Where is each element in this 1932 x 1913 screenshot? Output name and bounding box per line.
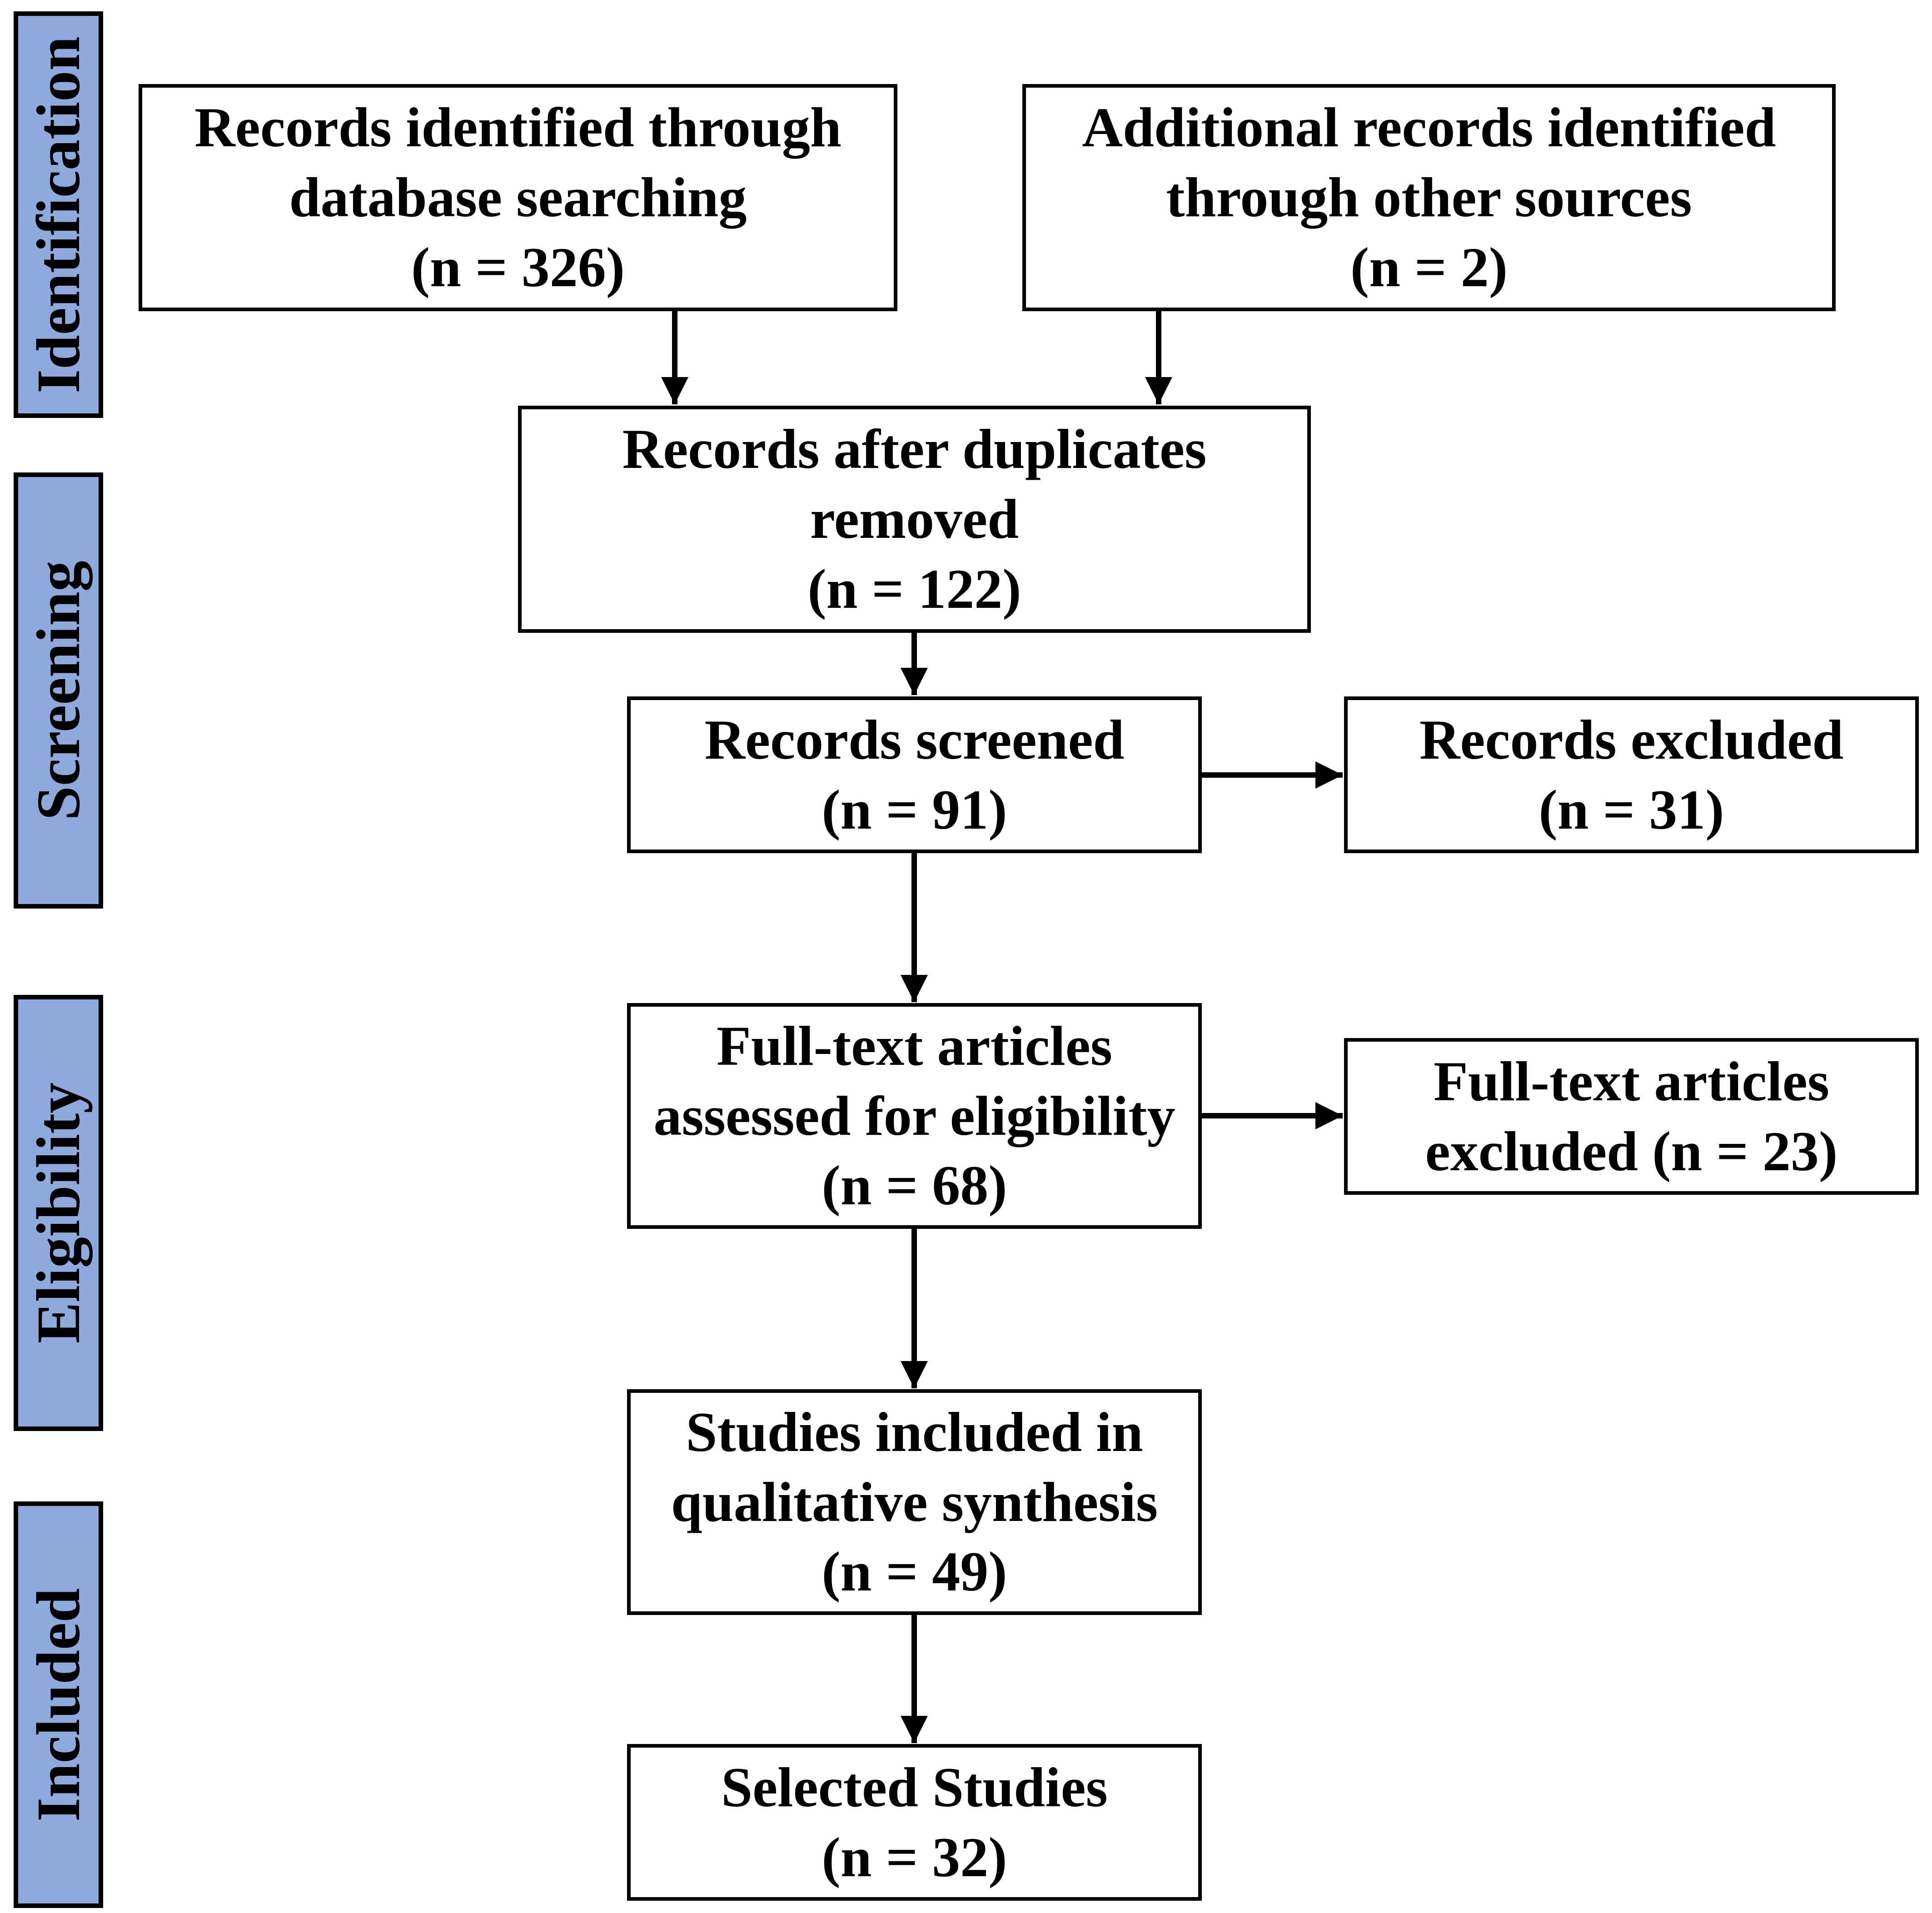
box-fulltext-assessed-line2: assessed for eligibility (653, 1084, 1175, 1147)
box-fulltext-assessed-line1: Full-text articles (716, 1014, 1113, 1077)
box-records-excluded: Records excluded (n = 31) (1344, 696, 1919, 853)
box-fulltext-assessed-count: (n = 68) (822, 1154, 1007, 1217)
box-database-searching-line1: Records identified through (194, 96, 842, 159)
box-other-sources-count: (n = 2) (1350, 236, 1508, 298)
box-other-sources-line2: through other sources (1166, 166, 1692, 229)
box-fulltext-assessed: Full-text articles assessed for eligibil… (627, 1003, 1202, 1229)
box-database-searching: Records identified through database sear… (139, 84, 897, 311)
box-qualitative-synthesis-count: (n = 49) (822, 1540, 1007, 1603)
box-records-screened-line1: Records screened (704, 708, 1125, 771)
box-records-screened: Records screened (n = 91) (627, 696, 1202, 853)
phase-screening: Screening (14, 472, 103, 909)
box-other-sources: Additional records identified through ot… (1022, 84, 1836, 311)
box-qualitative-synthesis-line2: qualitative synthesis (671, 1471, 1158, 1533)
box-selected-studies: Selected Studies (n = 32) (627, 1744, 1202, 1901)
box-qualitative-synthesis-line1: Studies included in (686, 1401, 1143, 1463)
phase-eligibility: Eligibility (14, 995, 103, 1431)
box-records-screened-count: (n = 91) (822, 778, 1007, 841)
box-other-sources-line1: Additional records identified (1082, 96, 1776, 159)
phase-identification: Identification (14, 11, 103, 418)
box-database-searching-count: (n = 326) (411, 236, 625, 298)
phase-included: Included (14, 1501, 103, 1908)
box-selected-studies-count: (n = 32) (822, 1826, 1007, 1888)
box-selected-studies-line1: Selected Studies (721, 1756, 1108, 1819)
box-after-duplicates-line1: Records after duplicates (622, 418, 1207, 481)
box-fulltext-excluded-line2: excluded (n = 23) (1425, 1120, 1838, 1183)
box-database-searching-line2: database searching (289, 166, 747, 229)
box-records-excluded-line1: Records excluded (1419, 708, 1844, 771)
box-after-duplicates-line2: removed (810, 488, 1019, 551)
box-records-excluded-count: (n = 31) (1539, 778, 1724, 841)
box-after-duplicates: Records after duplicates removed (n = 12… (518, 406, 1311, 633)
box-after-duplicates-count: (n = 122) (807, 557, 1021, 620)
box-qualitative-synthesis: Studies included in qualitative synthesi… (627, 1389, 1202, 1615)
box-fulltext-excluded-line1: Full-text articles (1433, 1050, 1830, 1113)
box-fulltext-excluded: Full-text articles excluded (n = 23) (1344, 1038, 1919, 1195)
